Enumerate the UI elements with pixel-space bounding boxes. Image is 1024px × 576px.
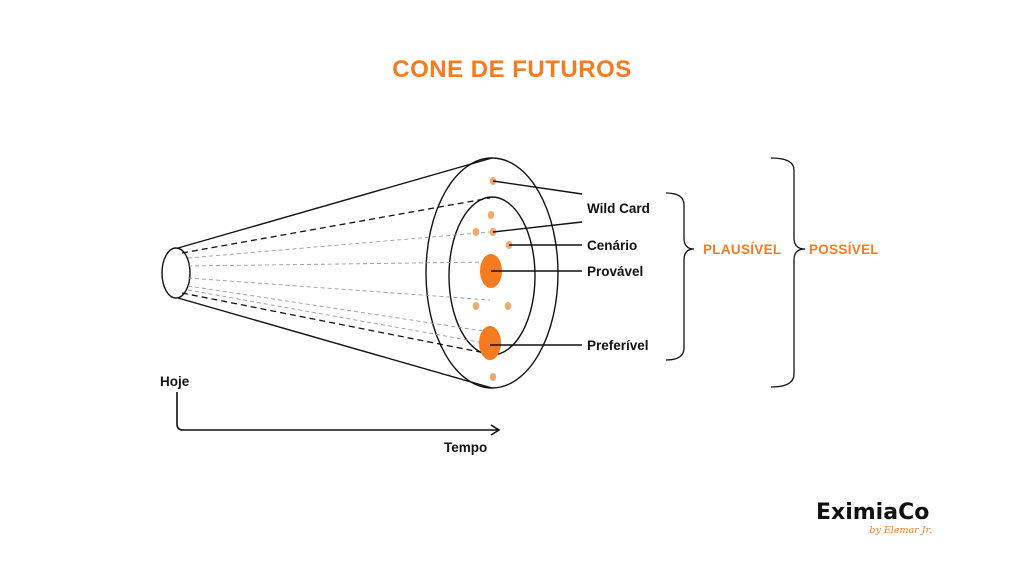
logo-byline: by Elemar Jr. [869,525,932,536]
plausible-top-edge [181,197,491,254]
label-possivel: POSSÍVEL [809,242,879,257]
axis-time-label: Tempo [444,440,487,455]
dot [487,211,495,219]
cone-bottom-edge [177,297,493,389]
leader-lines [490,180,583,346]
projection-line [187,289,491,345]
label-cenario: Cenário [587,238,637,253]
page-title: CONE DE FUTUROS [392,56,632,83]
projection-line [187,277,491,301]
projection-line [187,261,491,267]
logo-name: EximiaCo [816,500,929,525]
dot [472,302,480,310]
plausible-bottom-edge [181,292,491,355]
axis-origin-label: Hoje [160,374,190,389]
time-axis-line [176,392,498,431]
cone-top-edge [177,157,493,249]
projection-line [187,231,491,259]
eximiaco-logo: EximiaCo by Elemar Jr. [816,500,932,536]
projection-line [187,285,491,333]
projection-lines [187,231,491,345]
label-wild-card: Wild Card [587,201,650,216]
possivel-brace [770,157,806,388]
dot [504,302,512,310]
leader-wild-card-2 [492,221,583,233]
leader-wild-card-1 [492,180,583,195]
cone-outer-ring [425,157,559,389]
label-plausivel: PLAUSÍVEL [703,242,781,257]
cone-start-ellipse [161,247,191,299]
label-preferivel: Preferível [587,338,649,353]
dot [489,373,497,381]
dot-preferivel [479,326,501,360]
label-provavel: Provável [587,264,643,279]
dot [472,228,480,236]
time-axis-arrow-icon [490,424,501,436]
plausivel-brace [665,192,695,361]
plausible-cone-edges [181,197,491,355]
cone-shape [161,157,559,389]
